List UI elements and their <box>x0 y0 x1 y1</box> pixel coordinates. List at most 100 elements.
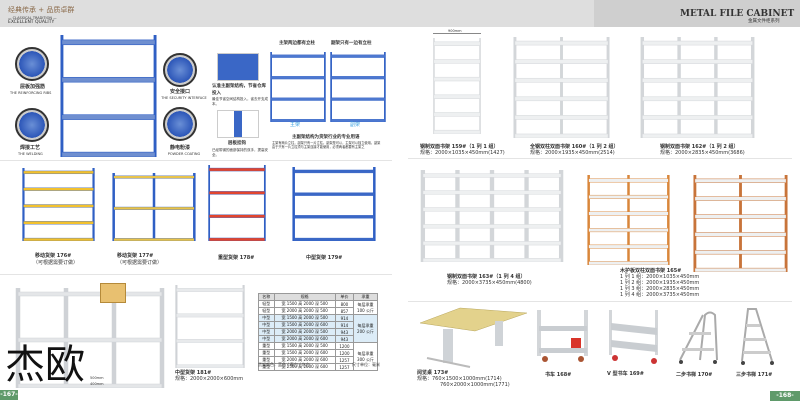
bookshelf-162-image <box>640 37 755 138</box>
watermark-logo: 杰欧 <box>5 342 85 388</box>
upright-post <box>677 37 681 138</box>
product-spec: 1 列 3 组：2000×2835×450mm <box>620 286 700 292</box>
shelf-board <box>61 39 156 46</box>
shelf-board <box>642 115 753 120</box>
shelf-board <box>209 191 265 195</box>
shelf-board <box>642 59 753 64</box>
table-cell: 1257 <box>334 356 355 364</box>
product-spec: 规格：2000×1035×450mm(1427) <box>420 150 505 156</box>
bookshelf-163-image <box>420 170 564 262</box>
col-header: 名称 <box>258 293 275 301</box>
shelf-board <box>17 291 163 297</box>
tagline-quality: EXCELLENT QUALITY <box>8 20 55 25</box>
shelf-board <box>176 339 244 343</box>
detail-title: 认准主副架结构，节省仓库投入 <box>212 84 266 96</box>
product-name: 全钢双柱双面书架 160#（1 列 2 组） <box>530 144 619 150</box>
shelf-board <box>330 54 386 58</box>
product-name: 阅览桌 173# <box>417 370 449 376</box>
shelf-board <box>23 221 94 225</box>
shelf-board <box>588 244 669 249</box>
cardboard-box <box>100 283 126 303</box>
shelf-board <box>642 96 753 102</box>
shelf-board <box>694 267 787 272</box>
product-name: 钢制双面书架 163#（1 列 4 组） <box>447 274 526 280</box>
upright-post <box>324 52 326 122</box>
detail-desc: 最佳节省空间结构投入，省去开支成本。 <box>212 97 268 106</box>
welding-detail <box>15 108 49 142</box>
product-name: 钢制双面书架 162#（1 列 2 组） <box>660 144 739 150</box>
table-cell: 宽 1500 高 2000 深 500 <box>273 314 336 322</box>
table-cell: 914 <box>334 321 355 329</box>
shelf-board <box>17 383 163 388</box>
col-header: 承重 <box>353 293 378 301</box>
shelf-board <box>422 241 562 246</box>
shelf-board <box>588 261 669 265</box>
feature-label: 焊接工艺 <box>20 145 41 151</box>
upright-post <box>175 285 178 368</box>
table-cell: 中型 <box>258 321 275 329</box>
shelf-board <box>588 194 669 199</box>
divider <box>408 301 792 302</box>
upright-post <box>455 170 460 262</box>
shelf-board <box>694 178 787 184</box>
color-note: 货架颜色：蓝色 / 青白 / 灰白 <box>258 362 310 367</box>
table-cell: 重型 <box>258 342 275 350</box>
shelf-board <box>422 258 562 262</box>
product-name: 木护板双柱双面书架 165# <box>620 268 682 274</box>
shelf-board <box>642 40 753 46</box>
product-note: （可根据需要订做） <box>117 260 163 266</box>
dimension-label: 400mm <box>90 382 104 386</box>
upright-post <box>750 37 755 138</box>
security-interface-detail <box>163 53 197 87</box>
col-header: 单价 <box>334 293 355 301</box>
shelf-board <box>642 133 753 138</box>
main-label: 主架 <box>290 122 301 128</box>
shelf-board <box>433 94 481 99</box>
upright-post <box>384 52 386 122</box>
product-spec: 760×2000×1000mm(1771) <box>440 382 510 388</box>
product-name: 中型货架 181# <box>175 370 212 376</box>
upright-post <box>606 37 610 138</box>
table-cell: 中型 <box>258 314 275 322</box>
slogan: 经典传承 + 品质卓群 <box>8 6 75 14</box>
upright-post <box>524 170 529 262</box>
table-cell: 宽 1500 高 2000 深 500 <box>273 300 336 308</box>
product-spec: 规格：2000×1935×450mm(2514) <box>530 150 615 156</box>
shelf-board <box>694 196 787 201</box>
upright-post <box>640 37 645 138</box>
medium-rack-181-image <box>175 285 245 368</box>
product-name: 中型货架 179# <box>306 255 343 261</box>
shelf-board <box>270 54 326 58</box>
table-cell: 857 <box>334 307 355 315</box>
shelf-board <box>270 119 326 122</box>
upright-post <box>263 165 266 241</box>
product-spec: 1 列 4 组：2000×3735×450mm <box>620 292 700 298</box>
shelf-board <box>514 133 609 138</box>
upright-post <box>373 167 376 241</box>
col-header: 规格 <box>273 293 336 301</box>
upright-post <box>714 37 718 138</box>
bookshelf-159-image <box>433 38 481 134</box>
shelf-board <box>176 288 244 292</box>
shelf-board <box>433 112 481 117</box>
upright-post <box>739 175 742 272</box>
divider <box>0 160 392 161</box>
shelf-board <box>330 76 386 80</box>
product-spec: 规格：2000×2000×600mm <box>175 376 244 382</box>
table-cell: 914 <box>334 314 355 322</box>
mobile-rack-177-image <box>112 173 196 241</box>
table-cell: 重型 <box>258 349 275 357</box>
load-cell: 每层承重 200 公斤 <box>353 314 378 343</box>
shelf-board <box>433 129 481 134</box>
shelf-board <box>642 77 753 83</box>
reinforcing-ribs-detail <box>15 47 49 81</box>
v-book-cart-image <box>609 310 658 364</box>
shelf-board <box>588 178 669 183</box>
shelf-board <box>293 215 375 219</box>
aux-rack-image <box>330 52 386 122</box>
powder-coating-detail <box>163 107 197 141</box>
dimension-label: 500mm <box>90 376 104 380</box>
shelf-board <box>514 96 609 102</box>
